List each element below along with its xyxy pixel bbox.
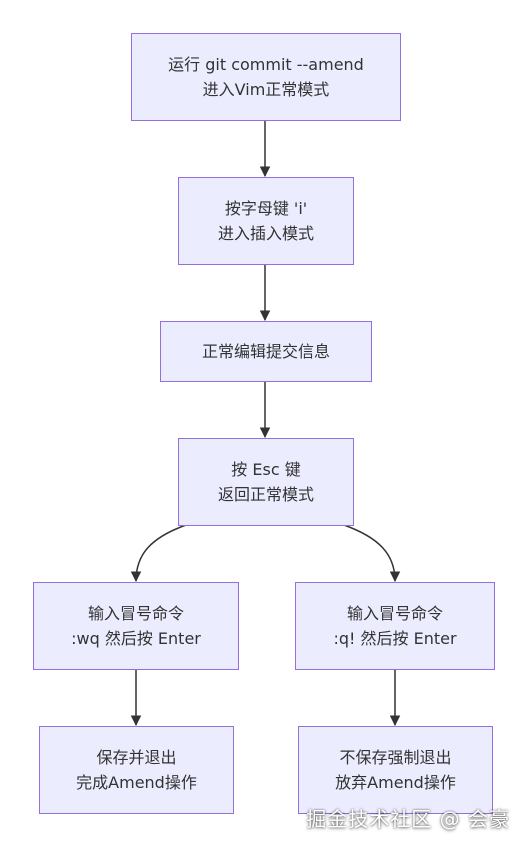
node-press-i: 按字母键 'i' 进入插入模式 <box>178 177 354 265</box>
node-git-commit-amend: 运行 git commit --amend 进入Vim正常模式 <box>131 33 401 121</box>
node-save-line1: 保存并退出 <box>96 748 177 767</box>
node-save-line2: 完成Amend操作 <box>76 773 197 792</box>
node-command-wq: 输入冒号命令 :wq 然后按 Enter <box>33 582 239 670</box>
node-command-q-force: 输入冒号命令 :q! 然后按 Enter <box>295 582 495 670</box>
node-insert-line1: 按字母键 'i' <box>224 199 308 218</box>
node-amend-line2: 进入Vim正常模式 <box>202 80 330 99</box>
edge-esc-to-qforce <box>343 524 401 583</box>
node-press-esc: 按 Esc 键 返回正常模式 <box>178 438 354 526</box>
node-esc-line2: 返回正常模式 <box>217 485 314 504</box>
node-force-quit: 不保存强制退出 放弃Amend操作 <box>298 726 493 814</box>
watermark: 掘金技术社区 @ 会豪 <box>306 807 510 831</box>
edge-esc-to-wq <box>130 524 187 583</box>
node-save-and-exit: 保存并退出 完成Amend操作 <box>39 726 234 814</box>
node-discard-line2: 放弃Amend操作 <box>335 773 456 792</box>
node-edit-message: 正常编辑提交信息 <box>160 321 372 382</box>
node-wq-line1: 输入冒号命令 <box>87 604 184 623</box>
node-amend-line1: 运行 git commit --amend <box>168 55 364 74</box>
node-qforce-line1: 输入冒号命令 <box>346 604 443 623</box>
node-wq-line2: :wq 然后按 Enter <box>71 629 201 648</box>
node-esc-line1: 按 Esc 键 <box>231 460 301 479</box>
node-edit-line1: 正常编辑提交信息 <box>201 342 330 361</box>
node-discard-line1: 不保存强制退出 <box>339 748 452 767</box>
node-qforce-line2: :q! 然后按 Enter <box>333 629 457 648</box>
node-insert-line2: 进入插入模式 <box>217 224 314 243</box>
